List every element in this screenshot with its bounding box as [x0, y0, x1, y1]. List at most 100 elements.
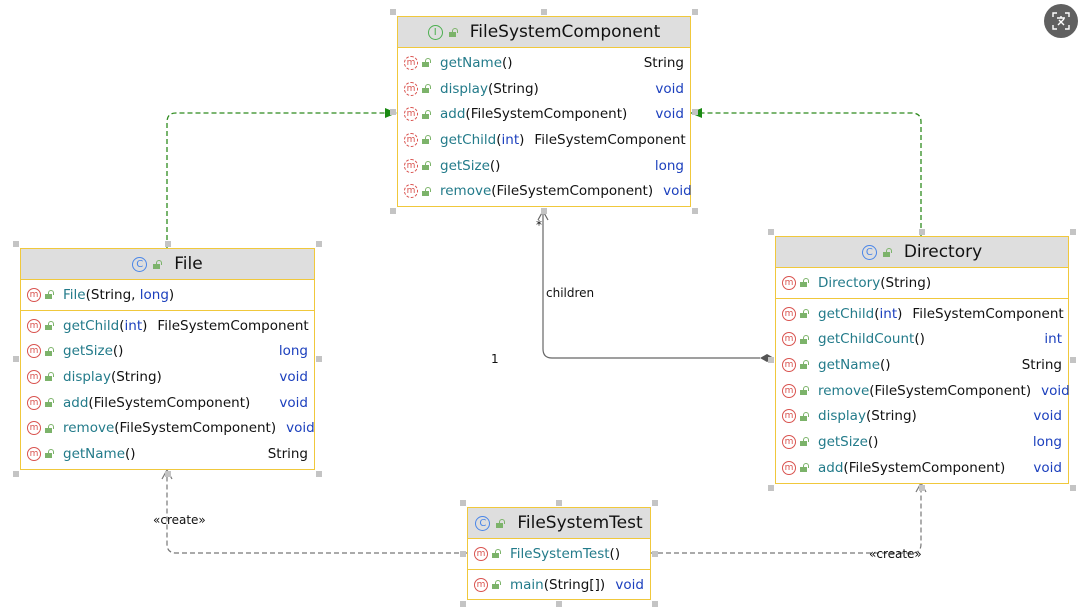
resize-handle[interactable]	[768, 357, 774, 363]
method-param: String	[116, 368, 157, 385]
translate-button[interactable]	[1044, 4, 1078, 38]
resize-handle[interactable]	[164, 471, 171, 477]
resize-handle[interactable]	[1070, 229, 1076, 235]
paren-open: (	[489, 157, 496, 174]
method-name: display	[440, 80, 488, 97]
abstract-method-icon: m	[404, 184, 418, 199]
paren-open: (	[119, 317, 125, 334]
return-type: void	[615, 576, 644, 593]
realization-file-to-interface[interactable]	[166, 108, 397, 248]
public-visibility-icon	[422, 186, 431, 196]
resize-handle[interactable]	[692, 208, 698, 214]
method-param: String	[871, 408, 912, 425]
resize-handle[interactable]	[390, 208, 396, 214]
resize-handle[interactable]	[390, 9, 396, 15]
class-name: FileSystemTest	[517, 513, 643, 533]
class-icon: C	[132, 256, 148, 272]
resize-handle[interactable]	[652, 550, 658, 557]
paren-open: (	[609, 545, 615, 562]
paren-open: (	[867, 433, 874, 450]
resize-handle[interactable]	[316, 241, 322, 247]
method-icon: m	[27, 446, 41, 461]
resize-handle[interactable]	[460, 550, 466, 557]
public-visibility-icon	[800, 360, 809, 370]
resize-handle[interactable]	[316, 471, 322, 477]
resize-handle[interactable]	[390, 108, 396, 115]
paren-close: )	[270, 420, 277, 437]
paren-open: (	[88, 394, 94, 411]
method-name: add	[818, 459, 844, 476]
resize-handle[interactable]	[541, 9, 547, 15]
resize-handle[interactable]	[768, 485, 774, 491]
resize-handle[interactable]	[652, 500, 658, 506]
resize-handle[interactable]	[460, 601, 466, 607]
method-name: getName	[63, 445, 125, 462]
realization-directory-to-interface[interactable]	[690, 108, 922, 236]
paren-close: )	[925, 274, 932, 291]
resize-handle[interactable]	[1070, 485, 1076, 491]
method-icon: m	[27, 369, 41, 384]
resize-handle[interactable]	[13, 356, 19, 362]
resize-handle[interactable]	[556, 601, 562, 607]
dependency-create-file[interactable]	[166, 471, 467, 554]
resize-handle[interactable]	[13, 241, 19, 247]
method-icon: m	[27, 344, 41, 359]
resize-handle[interactable]	[316, 356, 322, 362]
composition-children[interactable]	[542, 212, 760, 359]
resize-handle[interactable]	[13, 471, 19, 477]
paren-open: (	[502, 54, 508, 71]
return-type: void	[655, 80, 684, 97]
resize-handle[interactable]	[919, 485, 925, 491]
abstract-method-icon: m	[404, 55, 418, 70]
paren-close: )	[533, 80, 539, 97]
resize-handle[interactable]	[768, 229, 774, 235]
resize-handle[interactable]	[692, 108, 698, 115]
resize-handle[interactable]	[541, 208, 547, 214]
resize-handle[interactable]	[692, 9, 698, 15]
public-visibility-icon	[800, 278, 809, 288]
method-param: FileSystemComponent	[93, 394, 246, 411]
dependency-create-directory[interactable]	[650, 484, 922, 554]
resize-handle[interactable]	[556, 500, 562, 506]
resize-handle[interactable]	[1070, 357, 1076, 363]
resize-handle[interactable]	[652, 601, 658, 607]
public-visibility-icon	[448, 27, 458, 37]
resize-handle[interactable]	[164, 241, 171, 247]
resize-handle[interactable]	[460, 500, 466, 506]
resize-handle[interactable]	[919, 229, 925, 235]
